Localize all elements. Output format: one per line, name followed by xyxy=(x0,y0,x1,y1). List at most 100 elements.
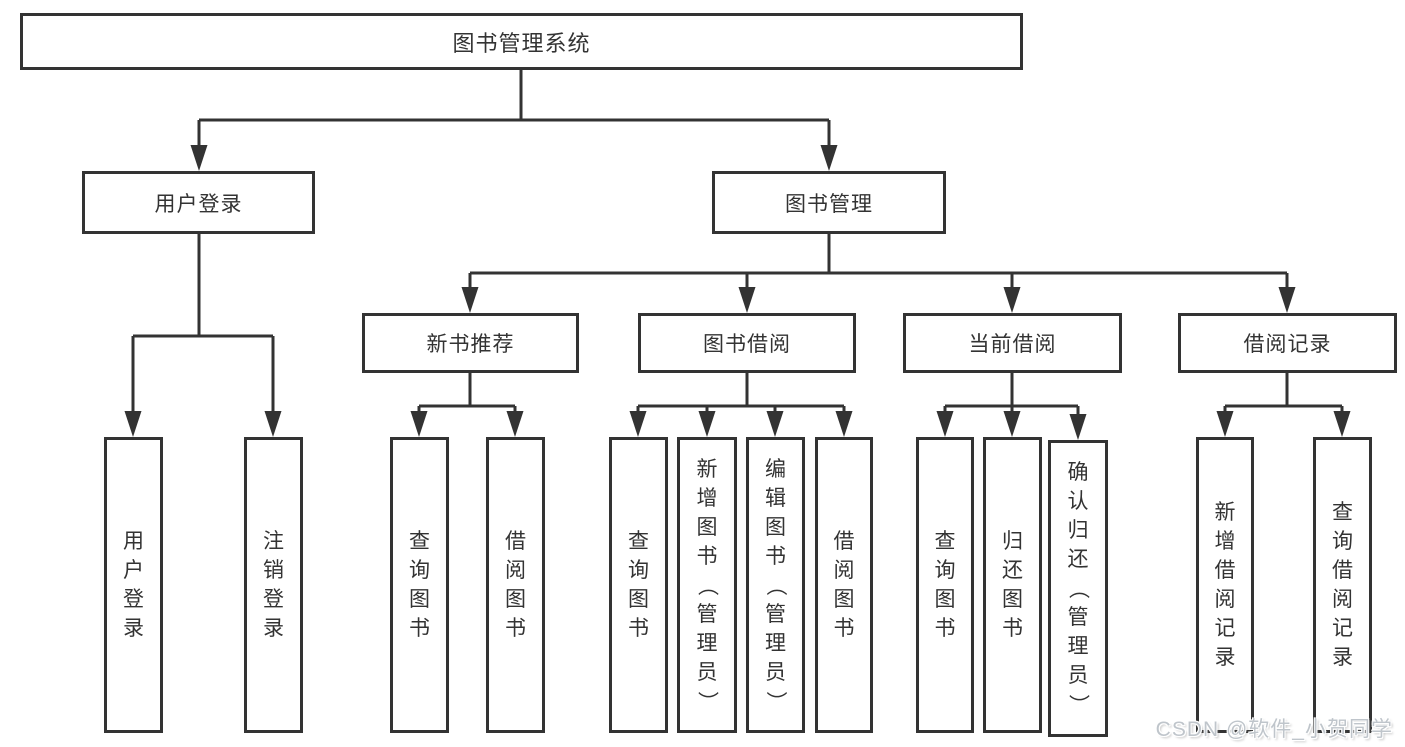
node-label-char: 书 xyxy=(505,617,526,640)
arrowhead-icon xyxy=(835,411,853,437)
node-label-char: ） xyxy=(764,690,787,712)
node-label-char: 还 xyxy=(1067,548,1089,571)
node-label-char: 记 xyxy=(1214,617,1236,640)
node-label-char: 归 xyxy=(1002,530,1023,553)
node-label-char: 户 xyxy=(123,559,144,582)
node-label-char: 借 xyxy=(833,530,855,553)
node-label: 当前借阅 xyxy=(968,333,1057,356)
node-label-char: 阅 xyxy=(833,559,855,582)
node-label-char: 记 xyxy=(1332,617,1353,640)
node-leaf-cb-return: 归还图书 xyxy=(983,437,1042,733)
arrowhead-icon xyxy=(1003,287,1021,313)
node-label-char: 书 xyxy=(934,617,956,640)
node-label-char: 理 xyxy=(765,631,786,655)
node-label-char: 书 xyxy=(409,617,430,640)
node-label: 用户登录 xyxy=(154,192,243,216)
node-label-char: 用 xyxy=(123,530,144,553)
arrowhead-icon xyxy=(1069,414,1087,440)
node-label-char: 管 xyxy=(1067,606,1089,629)
node-label-char: 图 xyxy=(934,588,956,611)
node-leaf-nb-borrow: 借阅图书 xyxy=(486,437,545,733)
node-leaf-bb-query: 查询图书 xyxy=(609,437,668,733)
node-label-char: 管 xyxy=(765,602,786,626)
node-label: 图书管理 xyxy=(785,192,873,216)
node-book-borrow: 图书借阅 xyxy=(638,313,856,373)
node-label-char: 增 xyxy=(696,486,718,510)
node-label: 图书管理系统 xyxy=(452,30,591,56)
arrowhead-icon xyxy=(190,145,208,171)
arrowhead-icon xyxy=(1003,411,1021,437)
node-root: 图书管理系统 xyxy=(20,13,1023,70)
arrowhead-icon xyxy=(1216,411,1234,437)
node-leaf-user-login: 用户登录 xyxy=(104,437,163,733)
node-label-char: 注 xyxy=(263,530,284,553)
node-label-char: 登 xyxy=(263,588,284,611)
node-label-char: 图 xyxy=(833,588,855,611)
node-leaf-br-query: 查询借阅记录 xyxy=(1313,437,1372,733)
node-leaf-cb-query: 查询图书 xyxy=(916,437,974,733)
node-label-char: 查 xyxy=(934,530,956,553)
arrowhead-icon xyxy=(1333,411,1351,437)
node-current-borrow: 当前借阅 xyxy=(903,313,1122,373)
node-label-char: 增 xyxy=(1214,530,1236,553)
arrowhead-icon xyxy=(820,145,838,171)
node-label-char: 书 xyxy=(765,544,786,568)
node-label-char: 图 xyxy=(696,515,718,539)
node-label-char: 归 xyxy=(1067,519,1089,542)
node-label-char: 员 xyxy=(696,660,718,684)
node-leaf-cb-confirm: 确认归还（管理员） xyxy=(1048,440,1108,737)
node-label-char: 书 xyxy=(696,544,718,568)
node-label-char: 阅 xyxy=(505,559,526,582)
node-label-char: 图 xyxy=(409,588,430,611)
node-borrow-records: 借阅记录 xyxy=(1178,313,1397,373)
node-label-char: 辑 xyxy=(765,486,786,510)
node-label-char: 借 xyxy=(505,530,526,553)
node-label: 新书推荐 xyxy=(426,333,515,356)
node-label-char: 查 xyxy=(1332,501,1353,524)
node-leaf-bb-borrow: 借阅图书 xyxy=(815,437,873,733)
node-label-char: 管 xyxy=(696,602,718,626)
node-label-char: 询 xyxy=(934,559,956,582)
node-leaf-nb-query: 查询图书 xyxy=(390,437,449,733)
node-user-login-group: 用户登录 xyxy=(82,171,315,234)
node-label-char: 借 xyxy=(1214,559,1236,582)
node-label-char: （ xyxy=(1066,578,1090,599)
arrowhead-icon xyxy=(1278,287,1296,313)
node-label-char: 图 xyxy=(628,588,649,611)
node-label-char: 新 xyxy=(1214,501,1236,524)
node-label-char: 录 xyxy=(1332,646,1353,669)
arrowhead-icon xyxy=(738,287,756,313)
node-label-char: 阅 xyxy=(1332,588,1353,611)
node-label-char: 询 xyxy=(409,559,430,582)
arrowhead-icon xyxy=(461,287,479,313)
node-label: 图书借阅 xyxy=(703,333,791,356)
node-label-char: ） xyxy=(1066,694,1090,715)
arrowhead-icon xyxy=(264,411,282,437)
node-leaf-br-add: 新增借阅记录 xyxy=(1196,437,1254,733)
node-label-char: 书 xyxy=(1002,617,1023,640)
node-new-book-recommend: 新书推荐 xyxy=(362,313,579,373)
node-label-char: 图 xyxy=(505,588,526,611)
node-label-char: 登 xyxy=(123,588,144,611)
node-label-char: 查 xyxy=(628,530,649,553)
node-leaf-bb-add: 新增图书 （ 管理员 ） xyxy=(677,437,737,733)
node-label-char: ） xyxy=(695,690,719,712)
arrowhead-icon xyxy=(936,411,954,437)
node-book-management: 图书管理 xyxy=(712,171,946,234)
node-label-char: （ xyxy=(695,574,719,596)
node-label-char: 理 xyxy=(696,631,718,655)
watermark: CSDN @软件_小贺同学 xyxy=(1155,718,1393,741)
node-label-char: 销 xyxy=(263,559,284,582)
node-label-char: 新 xyxy=(696,457,718,481)
node-label-char: 图 xyxy=(1002,588,1023,611)
node-label-char: 图 xyxy=(765,515,786,539)
node-label-char: 认 xyxy=(1067,490,1089,513)
node-label-char: 员 xyxy=(765,660,786,684)
node-label-char: 录 xyxy=(1214,646,1236,669)
node-label-char: 阅 xyxy=(1214,588,1236,611)
node-label-char: 确 xyxy=(1067,461,1089,484)
arrowhead-icon xyxy=(410,411,428,437)
node-label-char: 还 xyxy=(1002,559,1023,582)
node-leaf-logout: 注销登录 xyxy=(244,437,303,733)
node-label-char: 编 xyxy=(765,457,786,481)
